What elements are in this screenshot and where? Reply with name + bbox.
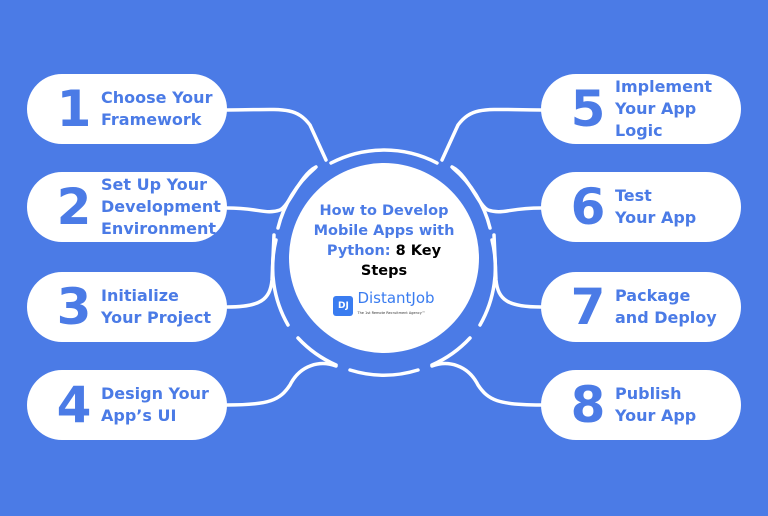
logo-tagline: The 1st Remote Recruitment Agency™ [357, 311, 426, 315]
logo-name: DistantJob [357, 289, 435, 307]
step-label: Publish Your App [615, 384, 697, 425]
step-label: Package and Deploy [615, 286, 717, 327]
step-label: Choose Your Framework [101, 88, 213, 129]
connector-8 [430, 361, 543, 407]
step-label: Test Your App [615, 186, 697, 227]
connector-3 [225, 233, 276, 309]
step-number: 3 [56, 278, 92, 336]
title-blue-part: How to Develop Mobile Apps with Python: [313, 203, 455, 259]
center-hub: How to Develop Mobile Apps with Python: … [289, 163, 479, 353]
step-number: 7 [570, 278, 606, 336]
connector-7 [492, 233, 543, 309]
step-number: 2 [56, 178, 92, 236]
connector-4 [225, 361, 338, 407]
ring-arc [296, 336, 338, 367]
step-label: Design Your App’s UI [101, 384, 209, 425]
step-number: 1 [56, 80, 92, 138]
step-label: Initialize Your Project [101, 286, 212, 327]
connector-1 [225, 107, 328, 162]
step-label: Implement Your App Logic [615, 77, 712, 140]
ring-arc [430, 336, 472, 367]
ring-arc [348, 368, 420, 377]
step-label: Set Up Your Development Environment [101, 175, 221, 238]
step-number: 4 [56, 376, 92, 434]
step-number: 5 [570, 80, 606, 138]
ring-arc [329, 148, 439, 165]
step-number: 8 [570, 376, 606, 434]
connector-6 [450, 165, 543, 214]
step-number: 6 [570, 178, 606, 236]
diagram-title: How to Develop Mobile Apps with Python: … [304, 201, 464, 281]
connector-2 [225, 165, 318, 214]
title-black-part: 8 Key Steps [360, 243, 442, 279]
logo-mark: DJ [333, 296, 354, 316]
connector-5 [440, 107, 543, 162]
